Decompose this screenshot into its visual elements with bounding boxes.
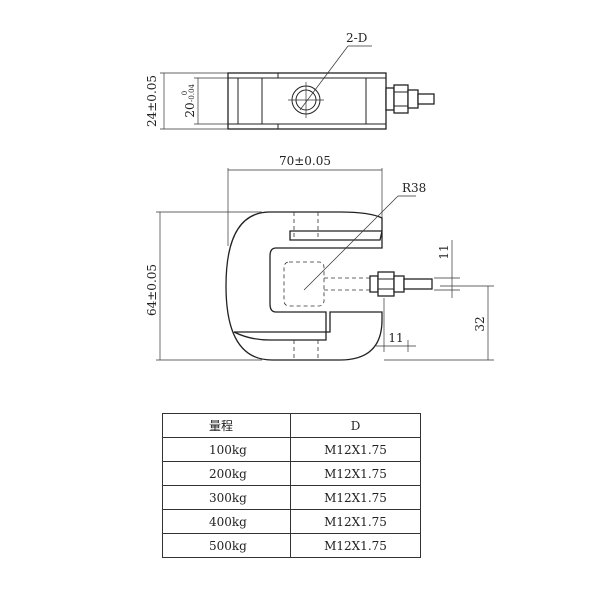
table-header-row: 量程 D — [162, 413, 421, 438]
dim-tol-lower: -0.04 — [188, 83, 196, 101]
table-row: 500kg M12X1.75 — [162, 533, 421, 558]
table-cell-range: 100kg — [162, 437, 291, 462]
dim-center-height: 32 — [473, 316, 487, 331]
table-row: 300kg M12X1.75 — [162, 485, 421, 510]
dim-width: 70±0.05 — [279, 154, 331, 168]
dim-radius: R38 — [402, 181, 426, 195]
table-header-range: 量程 — [162, 413, 291, 438]
table-row: 200kg M12X1.75 — [162, 461, 421, 486]
table-cell-d: M12X1.75 — [290, 437, 421, 462]
dim-thread-len: 11 — [388, 331, 403, 345]
front-view: 70±0.05 64±0.05 R38 11 — [145, 154, 494, 361]
table-cell-d: M12X1.75 — [290, 533, 421, 558]
dim-height-outer: 24±0.05 — [145, 75, 159, 127]
table-header-d: D — [290, 413, 421, 438]
dim-height-body: 64±0.05 — [145, 264, 159, 316]
dim-thread-dia: 11 — [437, 244, 451, 259]
table-cell-range: 200kg — [162, 461, 291, 486]
table-cell-d: M12X1.75 — [290, 485, 421, 510]
table-row: 400kg M12X1.75 — [162, 509, 421, 534]
hole-callout-label: 2-D — [346, 31, 367, 45]
table-row: 100kg M12X1.75 — [162, 437, 421, 462]
table-cell-range: 400kg — [162, 509, 291, 534]
table-cell-range: 300kg — [162, 485, 291, 510]
dim-height-inner: 20 — [183, 102, 197, 117]
table-cell-d: M12X1.75 — [290, 509, 421, 534]
table-cell-range: 500kg — [162, 533, 291, 558]
table-cell-d: M12X1.75 — [290, 461, 421, 486]
capacity-table: 量程 D 100kg M12X1.75 200kg M12X1.75 300kg… — [162, 413, 421, 558]
dim-tol-upper: 0 — [181, 91, 189, 95]
top-view: 24±0.05 20 0 -0.04 2-D — [145, 31, 435, 130]
